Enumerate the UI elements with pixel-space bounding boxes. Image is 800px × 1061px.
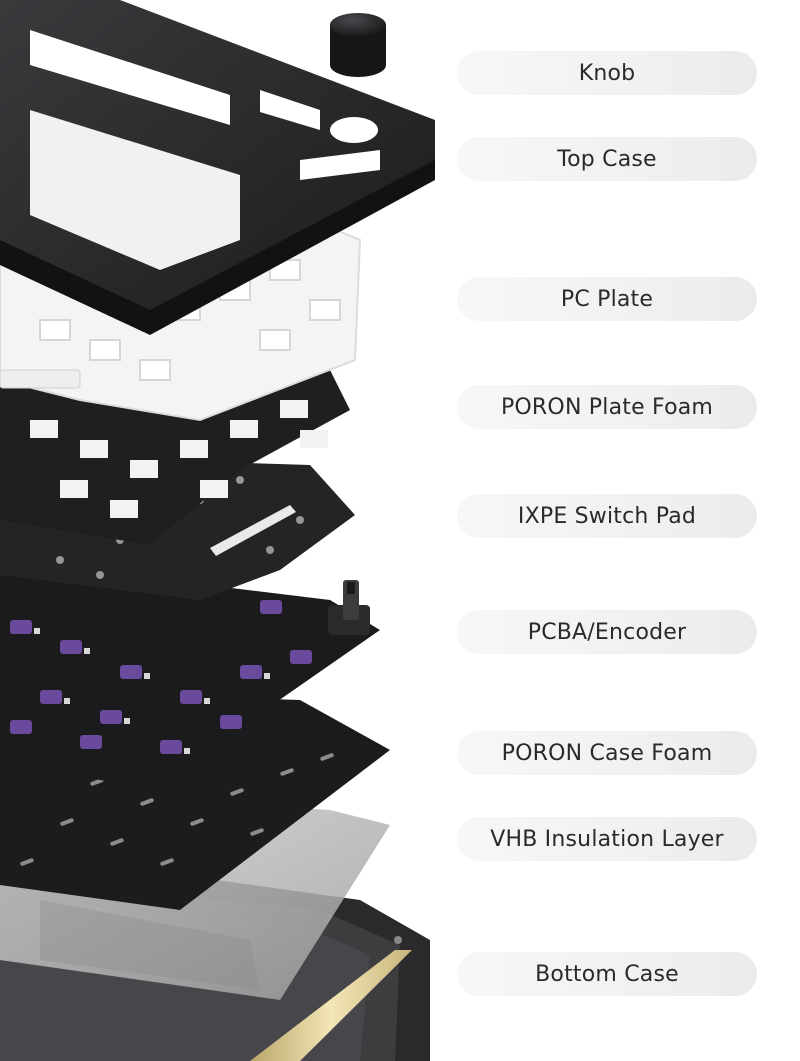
label-top-case-text: Top Case	[557, 146, 657, 172]
knob-part	[330, 13, 386, 77]
label-pcba-encoder-text: PCBA/Encoder	[527, 619, 687, 645]
label-pc-plate-text: PC Plate	[560, 286, 654, 312]
label-knob: Knob	[457, 51, 757, 95]
label-pcba-encoder: PCBA/Encoder	[457, 610, 757, 654]
pcba-encoder-layer	[0, 560, 380, 790]
label-poron-plate-foam: PORON Plate Foam	[457, 385, 757, 429]
label-knob-text: Knob	[578, 60, 636, 86]
label-bottom-case: Bottom Case	[457, 952, 757, 996]
label-poron-case-foam: PORON Case Foam	[457, 731, 757, 775]
label-ixpe-switch-pad: IXPE Switch Pad	[457, 494, 757, 538]
label-poron-case-foam-text: PORON Case Foam	[501, 740, 713, 766]
top-case-layer	[0, 0, 435, 335]
label-vhb-insulation-layer-text: VHB Insulation Layer	[490, 826, 724, 852]
label-bottom-case-text: Bottom Case	[535, 961, 679, 987]
label-top-case: Top Case	[457, 137, 757, 181]
label-pc-plate: PC Plate	[457, 277, 757, 321]
label-vhb-insulation-layer: VHB Insulation Layer	[457, 817, 757, 861]
label-poron-plate-foam-text: PORON Plate Foam	[500, 394, 714, 420]
label-ixpe-switch-pad-text: IXPE Switch Pad	[517, 503, 697, 529]
